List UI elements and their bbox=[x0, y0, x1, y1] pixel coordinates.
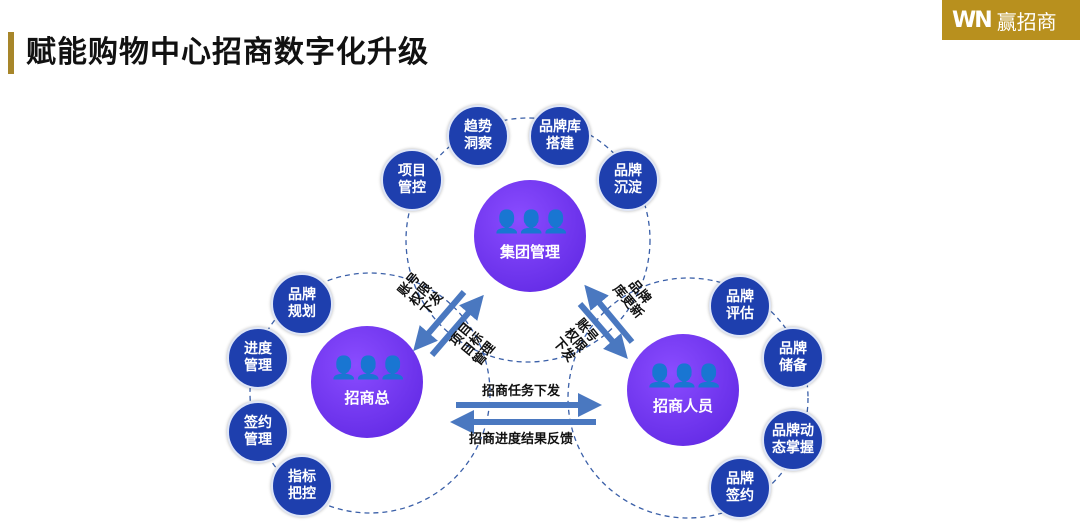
hub-staff[interactable]: 👤👤👤 招商人员 bbox=[627, 334, 739, 446]
flow-label-chief-to-staff: 招商任务下发 bbox=[482, 384, 561, 399]
hub-group[interactable]: 👤👤👤 集团管理 bbox=[474, 180, 586, 292]
node-trend-insight[interactable]: 趋势 洞察 bbox=[447, 105, 509, 167]
hub-chief[interactable]: 👤👤👤 招商总 bbox=[311, 326, 423, 438]
arrow-group-to-chief bbox=[413, 290, 467, 352]
people-icon: 👤👤👤 bbox=[646, 363, 722, 389]
node-brand-signing[interactable]: 品牌 签约 bbox=[709, 457, 771, 519]
page-title: 赋能购物中心招商数字化升级 bbox=[26, 35, 429, 70]
node-kpi-control[interactable]: 指标 把控 bbox=[271, 455, 333, 517]
node-brand-dynamics[interactable]: 品牌动 态掌握 bbox=[762, 409, 824, 471]
people-icon: 👤👤👤 bbox=[493, 209, 569, 235]
node-contract-management[interactable]: 签约 管理 bbox=[227, 401, 289, 463]
arrow-chief-to-group bbox=[429, 294, 484, 357]
hub-label: 集团管理 bbox=[499, 242, 560, 261]
node-brand-planning[interactable]: 品牌 规划 bbox=[271, 273, 333, 335]
node-brand-accumulation[interactable]: 品牌 沉淀 bbox=[597, 149, 659, 211]
flow-label-staff-to-chief: 招商进度结果反馈 bbox=[469, 432, 574, 447]
logo-mark: WN bbox=[952, 7, 993, 33]
title-accent-bar bbox=[8, 32, 14, 74]
orbit-group bbox=[405, 117, 651, 363]
node-progress-management[interactable]: 进度 管理 bbox=[227, 327, 289, 389]
hub-label: 招商人员 bbox=[652, 396, 713, 415]
logo-text: 赢招商 bbox=[996, 9, 1057, 34]
node-brand-reserve[interactable]: 品牌 储备 bbox=[762, 327, 824, 389]
people-icon: 👤👤👤 bbox=[330, 355, 406, 381]
orbit-staff bbox=[567, 277, 809, 519]
hub-label: 招商总 bbox=[344, 388, 390, 407]
node-brand-evaluation[interactable]: 品牌 评估 bbox=[709, 275, 771, 337]
arrow-group-to-staff bbox=[577, 302, 628, 360]
arrow-staff-to-group bbox=[584, 284, 635, 344]
node-brand-library[interactable]: 品牌库 搭建 bbox=[529, 105, 591, 167]
node-project-control[interactable]: 项目 管控 bbox=[381, 149, 443, 211]
orbit-chief bbox=[249, 272, 491, 514]
